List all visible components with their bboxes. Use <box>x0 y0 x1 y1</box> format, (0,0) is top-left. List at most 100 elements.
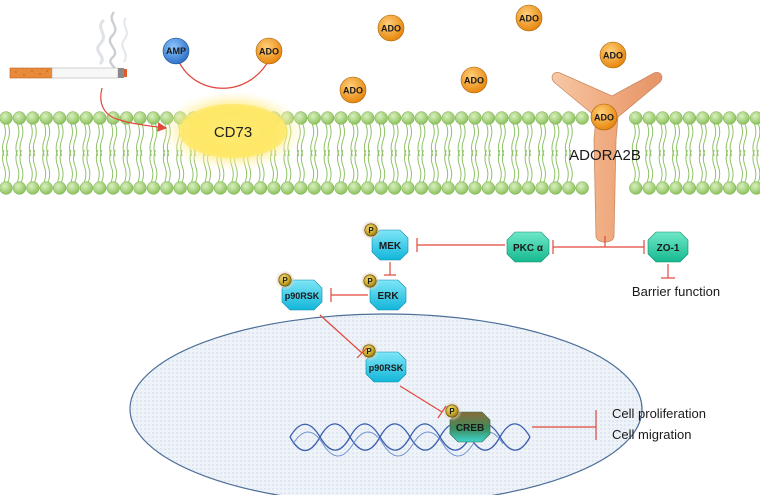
pkc-alpha-node <box>506 231 550 263</box>
phospho-label: P <box>366 347 372 356</box>
dna-helix-icon <box>289 423 531 457</box>
membrane-bead <box>133 111 147 125</box>
membrane-bead <box>575 111 589 125</box>
membrane-bead <box>361 111 375 125</box>
membrane-bead <box>575 181 589 195</box>
phospho-label: P <box>367 277 373 286</box>
membrane-bead <box>39 111 53 125</box>
membrane-bead <box>669 111 683 125</box>
membrane-bead <box>146 181 161 195</box>
membrane-bead <box>52 111 67 125</box>
ado-label: ADO <box>464 76 484 86</box>
smoke-to-cd73-arrow <box>100 87 168 132</box>
membrane-bead <box>454 111 469 125</box>
nucleus <box>129 313 643 495</box>
membrane-bead <box>749 181 760 195</box>
membrane-bead <box>52 181 67 195</box>
membrane-bead <box>481 111 496 125</box>
membrane-bead <box>334 181 348 195</box>
membrane-bead <box>736 181 750 195</box>
membrane-bead <box>0 111 13 125</box>
ado-label: ADO <box>259 47 279 57</box>
cigarette-icon <box>9 11 128 79</box>
amp-molecule <box>162 37 190 65</box>
membrane-bead <box>535 181 549 195</box>
membrane-bead <box>227 181 241 195</box>
membrane-bead <box>240 181 254 195</box>
membrane-bead <box>414 111 429 125</box>
ado-label: ADO <box>381 24 401 34</box>
membrane-bead <box>562 181 576 195</box>
membrane-bead <box>186 181 201 195</box>
membrane-bead <box>696 111 710 125</box>
membrane-bead <box>655 111 670 125</box>
ado-molecule <box>460 66 488 94</box>
ado-molecule <box>255 37 283 65</box>
membrane-bead <box>481 181 496 195</box>
membrane-bead <box>307 181 321 195</box>
membrane-bead <box>454 181 469 195</box>
membrane-bead <box>79 111 94 125</box>
membrane-bead <box>66 111 80 125</box>
membrane-bead <box>66 181 80 195</box>
creb-label: CREB <box>456 423 484 434</box>
membrane-bead <box>39 181 53 195</box>
membrane-bead <box>106 181 120 195</box>
membrane-bead <box>334 111 348 125</box>
membrane-bead <box>26 111 40 125</box>
creb-node <box>449 411 491 443</box>
zo1-label: ZO-1 <box>657 243 680 254</box>
membrane-bead <box>629 111 643 125</box>
phospho-badge-icon <box>364 223 378 237</box>
membrane-bead <box>508 181 522 195</box>
membrane-bead <box>548 181 563 195</box>
membrane-bead <box>387 111 402 125</box>
membrane-bead <box>428 181 442 195</box>
membrane-bead <box>12 111 27 125</box>
mek-node <box>371 229 409 261</box>
membrane-bead <box>119 181 134 195</box>
membrane-bead <box>468 181 482 195</box>
membrane-bead <box>200 181 214 195</box>
membrane-bead <box>160 181 174 195</box>
membrane-bead <box>521 181 536 195</box>
membrane-bead <box>320 111 335 125</box>
membrane-bead <box>562 111 576 125</box>
membrane-bead <box>749 111 760 125</box>
pkc-alpha-label: PKC α <box>513 243 544 254</box>
membrane-bead <box>307 111 321 125</box>
p90rsk-nuclear-node <box>365 351 407 383</box>
membrane-bead <box>173 181 187 195</box>
membrane-bead <box>347 181 362 195</box>
membrane-bead <box>441 111 455 125</box>
phospho-label: P <box>449 407 455 416</box>
membrane-bead <box>722 111 737 125</box>
membrane-bead <box>93 181 107 195</box>
amp-label: AMP <box>166 46 186 56</box>
membrane-bead <box>696 181 710 195</box>
cd73-label: CD73 <box>214 124 252 141</box>
membrane-bead <box>495 181 509 195</box>
membrane-bead <box>401 181 415 195</box>
ado-molecule <box>339 76 367 104</box>
membrane-bead <box>441 181 455 195</box>
membrane-bead <box>12 181 27 195</box>
membrane-bead <box>521 111 536 125</box>
ado-label: ADO <box>603 51 623 61</box>
membrane-bead <box>682 181 697 195</box>
amp-to-ado-arc <box>177 57 271 89</box>
membrane-bead <box>387 181 402 195</box>
phospho-badge-icon <box>278 273 292 287</box>
membrane-bead <box>26 181 40 195</box>
adora2b-label: ADORA2B <box>569 147 641 164</box>
phospho-badge-icon <box>362 344 376 358</box>
membrane-bead <box>495 111 509 125</box>
membrane-bead <box>709 111 723 125</box>
membrane-bead <box>320 181 335 195</box>
membrane-bead <box>267 181 281 195</box>
membrane-bead <box>629 181 643 195</box>
cell-migration-label: Cell migration <box>612 427 691 442</box>
membrane-bead <box>93 111 107 125</box>
membrane-bead <box>253 181 268 195</box>
p90rsk-cytoplasm-node <box>281 279 323 311</box>
